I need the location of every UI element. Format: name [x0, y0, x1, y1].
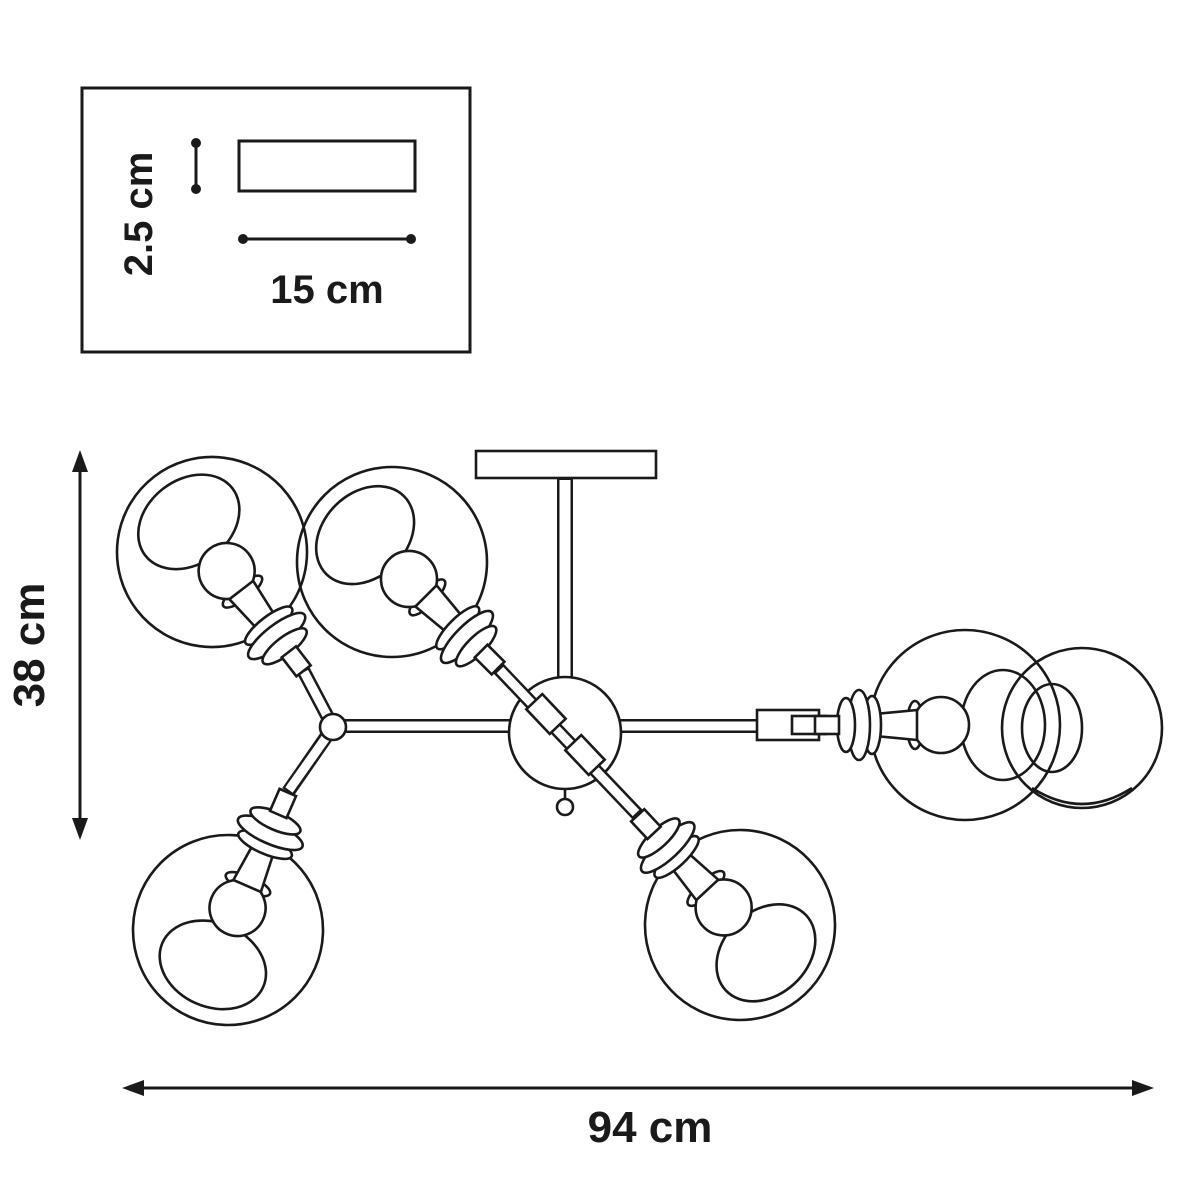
globe-opening — [1020, 682, 1084, 774]
hub-coupler — [563, 733, 607, 777]
hub-coupler — [524, 692, 568, 736]
dimension-height: 38 cm — [5, 450, 88, 840]
lamp-right-rear — [1000, 646, 1164, 810]
dim-dot — [406, 234, 416, 244]
dimension-width: 94 cm — [122, 1080, 1154, 1152]
chandelier — [77, 417, 1164, 1061]
arrow-left-icon — [122, 1080, 144, 1096]
ceiling-plate — [474, 449, 658, 480]
dim-dot — [191, 138, 201, 148]
arrow-up-icon — [72, 450, 88, 472]
canopy-height-label: 2.5 cm — [117, 152, 161, 277]
finial-knob — [555, 797, 575, 817]
fixture-height-label: 38 cm — [5, 583, 54, 708]
branch-lower-core — [285, 726, 336, 793]
globe-rim-arc — [1031, 786, 1133, 806]
lamp-upper-left — [77, 417, 381, 731]
arrow-down-icon — [72, 818, 88, 840]
detail-box-frame — [80, 86, 472, 354]
glass-globe — [1000, 646, 1164, 810]
arrow-right-icon — [1132, 1080, 1154, 1096]
canopy-plate-profile — [237, 139, 417, 193]
diagonal-rod-core — [496, 666, 640, 817]
lamp-lower-left — [101, 753, 377, 1057]
branch-junction — [318, 712, 348, 742]
fixture-width-label: 94 cm — [588, 1103, 713, 1152]
canopy-detail-box: 2.5 cm 15 cm — [80, 86, 472, 354]
dim-dot — [191, 184, 201, 194]
dim-dot — [238, 234, 248, 244]
canopy-width-label: 15 cm — [270, 268, 383, 312]
